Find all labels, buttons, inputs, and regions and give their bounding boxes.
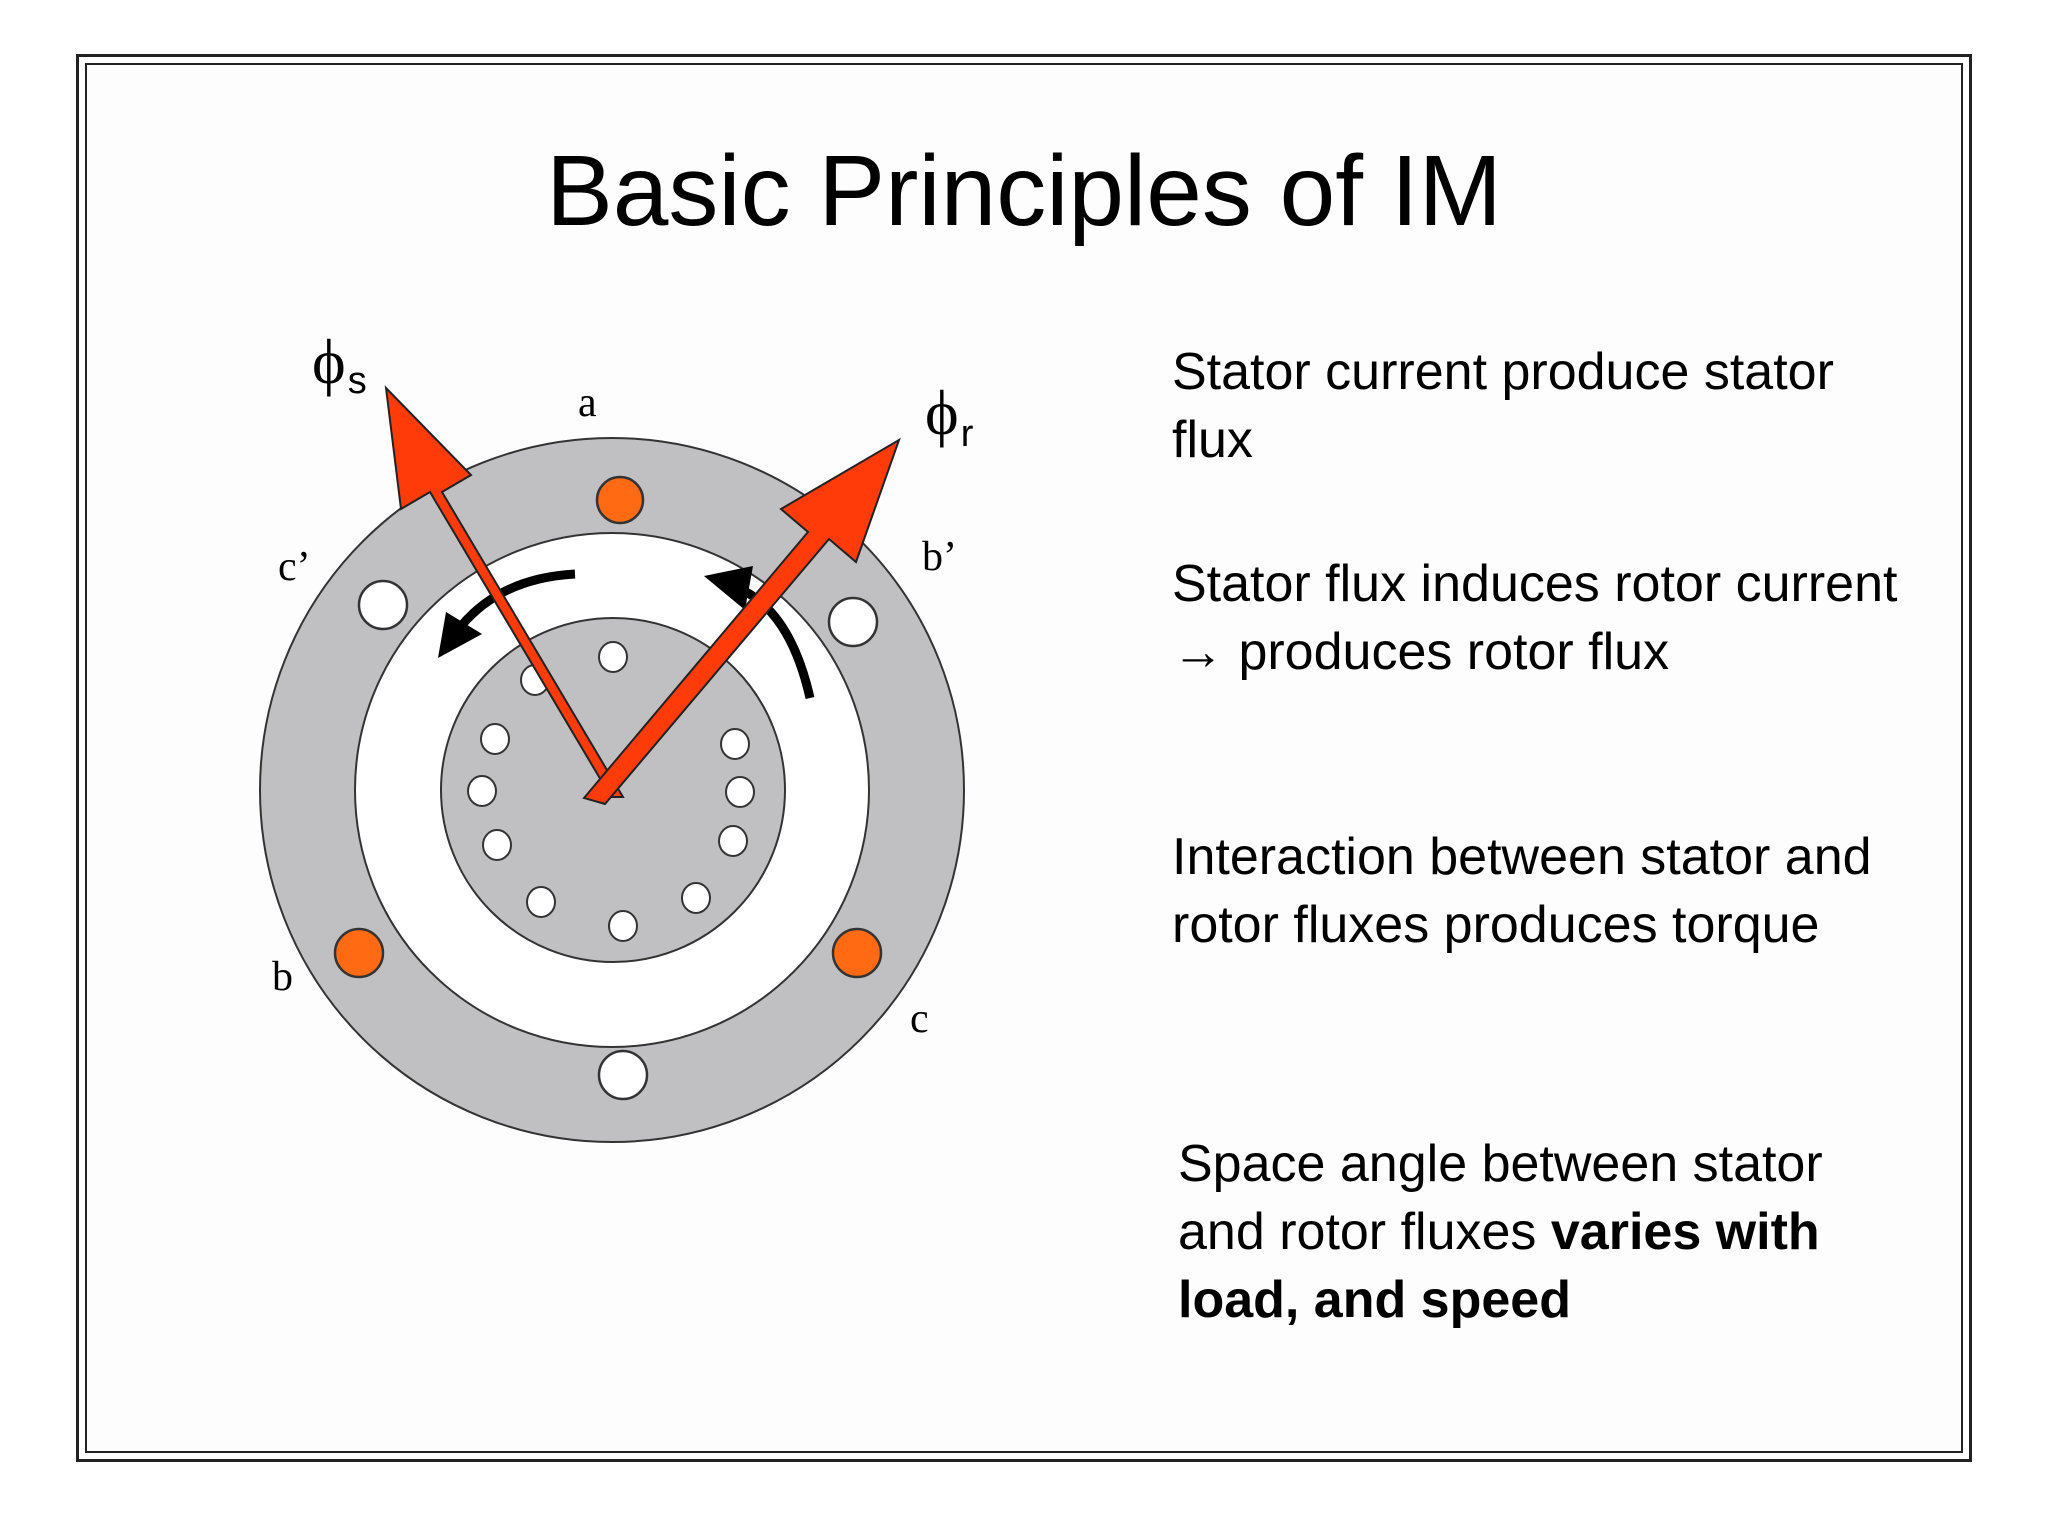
stator-flux-arrow	[384, 385, 625, 798]
stator-conductor-a	[595, 475, 645, 525]
stator-conductor-a-prime	[597, 1049, 649, 1101]
rotor-bars	[467, 641, 755, 942]
bullet-text-before: Stator flux induces rotor current	[1172, 555, 1898, 613]
rotor-bar	[725, 776, 755, 808]
bullet-rotor-flux: Stator flux induces rotor current → prod…	[1172, 550, 1912, 687]
bullet-stator-current: Stator current produce stator flux	[1172, 338, 1912, 474]
arrow-symbol: →	[1172, 624, 1224, 681]
phase-label-c: c	[910, 996, 929, 1042]
slide-title: Basic Principles of IM	[546, 135, 1502, 247]
phase-label-c-prime: c’	[278, 544, 311, 590]
rotor-bar	[598, 641, 628, 673]
bullet-text-normal: Space angle between stator and rotor flu…	[1178, 1135, 1823, 1261]
rotation-arrow-left	[438, 569, 576, 658]
rotor-bar	[718, 825, 748, 857]
rotation-arrow-right	[704, 566, 815, 699]
bullet-text-bold: varies with load, and speed	[1178, 1203, 1820, 1329]
stator-conductor-c-prime	[357, 579, 409, 631]
stator-conductor-c	[831, 927, 883, 979]
rotor-flux-arrow	[582, 437, 901, 806]
rotor-bar	[480, 723, 510, 755]
stator-conductor-b-prime	[827, 596, 879, 648]
stator-flux-label: ϕs	[312, 326, 367, 402]
rotor-bar	[608, 910, 638, 942]
stator-conductor-b	[333, 927, 385, 979]
bullet-torque: Interaction between stator and rotor flu…	[1172, 823, 1912, 959]
rotor-bar	[720, 728, 750, 760]
rotor-bar	[526, 886, 556, 918]
bullet-space-angle: Space angle between stator and rotor flu…	[1178, 1130, 1918, 1334]
rotor-bar	[681, 882, 711, 914]
rotor-bar	[467, 775, 497, 807]
bullet-text: Stator current produce stator flux	[1172, 343, 1834, 469]
phase-label-b-prime: b’	[922, 534, 957, 580]
rotor-flux-label: ϕr	[925, 377, 974, 455]
bullet-text-after: produces rotor flux	[1224, 623, 1670, 681]
phase-label-a: a	[578, 380, 597, 426]
bullet-text: Interaction between stator and rotor flu…	[1172, 828, 1872, 954]
rotor-bar	[482, 829, 512, 861]
phase-label-b: b	[272, 954, 293, 1000]
